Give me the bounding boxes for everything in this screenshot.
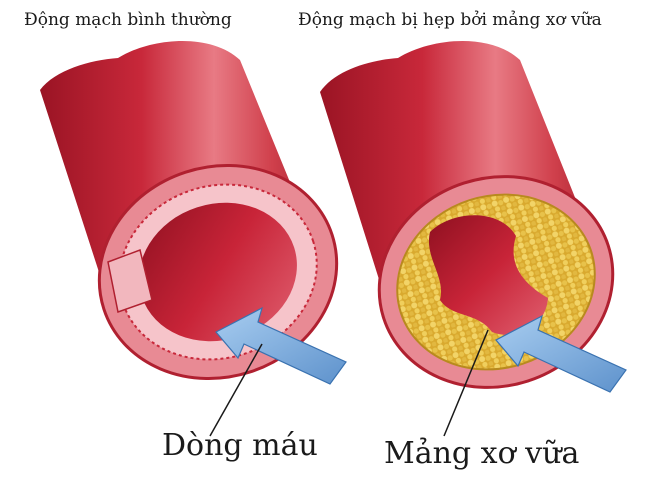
narrowed-artery-lumen xyxy=(428,215,548,335)
normal-artery-lumen xyxy=(139,202,297,342)
blood-flow-arrow-icon xyxy=(215,306,347,385)
normal-artery-cut-edge xyxy=(107,248,153,313)
plaque-label: Mảng xơ vữa xyxy=(384,436,580,471)
normal-artery-title: Động mạch bình thường xyxy=(24,10,232,30)
narrowed-flow-arrow-icon xyxy=(495,314,627,393)
normal-artery xyxy=(40,40,347,437)
blood-flow-label: Dòng máu xyxy=(162,428,318,463)
blood-flow-pointer-line xyxy=(209,343,263,437)
plaque-pointer-line xyxy=(443,329,489,437)
narrowed-artery xyxy=(320,40,627,437)
narrowed-artery-title: Động mạch bị hẹp bởi mảng xơ vữa xyxy=(298,10,602,30)
